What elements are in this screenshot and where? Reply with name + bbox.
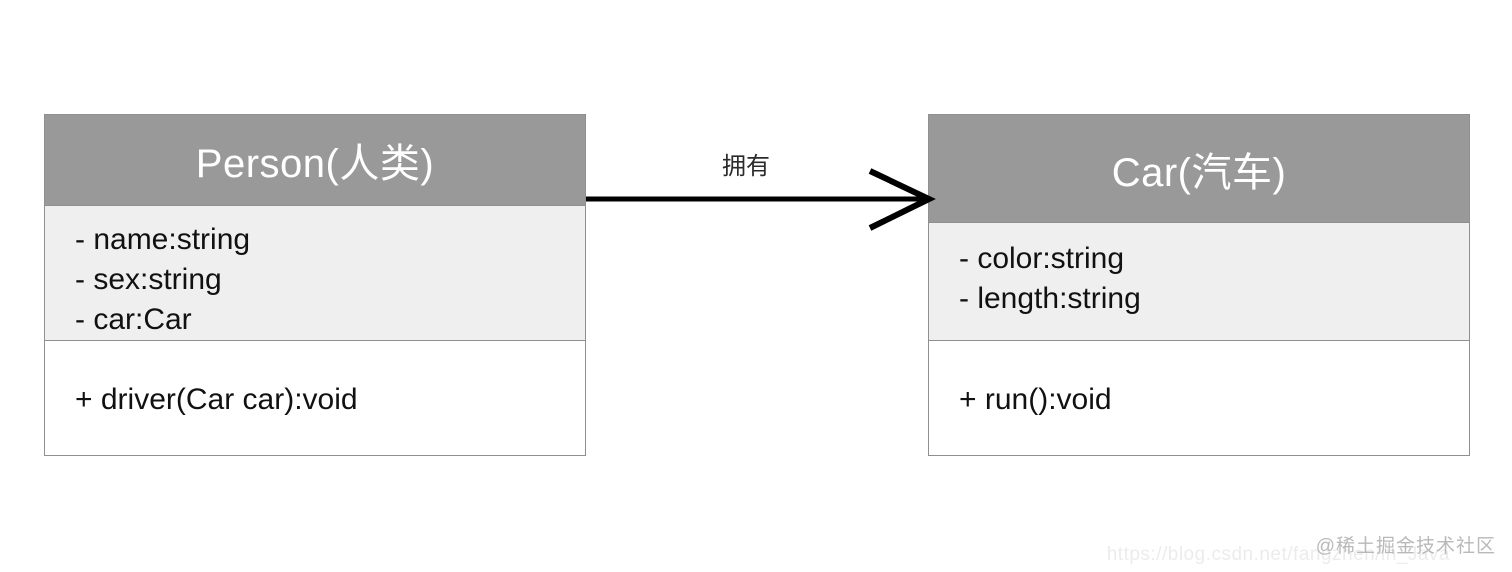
- class-title-car: Car(汽车): [929, 115, 1469, 223]
- attribute-row: - name:string: [75, 223, 251, 256]
- uml-class-car[interactable]: Car(汽车) - color:string - length:string +…: [928, 114, 1470, 456]
- attribute-row: - car:Car: [75, 303, 192, 336]
- attribute-row: - color:string: [959, 242, 1125, 275]
- association-connector[interactable]: [580, 140, 940, 260]
- open-arrowhead-icon: [868, 168, 936, 231]
- attribute-row: - length:string: [959, 282, 1141, 315]
- class-attributes-car: - color:string - length:string: [929, 223, 1469, 341]
- method-list: + driver(Car car):void: [75, 380, 585, 420]
- method-row: + run():void: [959, 383, 1112, 416]
- class-methods-car: + run():void: [929, 341, 1469, 455]
- class-title-person: Person(人类): [45, 115, 585, 206]
- class-methods-person: + driver(Car car):void: [45, 341, 585, 455]
- association-label: 拥有: [722, 153, 770, 180]
- class-attributes-person: - name:string - sex:string - car:Car: [45, 206, 585, 341]
- watermark-url: https://blog.csdn.net/fangzhen/in_Java: [1106, 544, 1450, 565]
- method-list: + run():void: [959, 380, 1469, 420]
- method-row: + driver(Car car):void: [75, 383, 358, 416]
- attribute-row: - sex:string: [75, 263, 222, 296]
- uml-class-person[interactable]: Person(人类) - name:string - sex:string - …: [44, 114, 586, 456]
- watermark-brand: @稀土掘金技术社区: [1315, 536, 1496, 557]
